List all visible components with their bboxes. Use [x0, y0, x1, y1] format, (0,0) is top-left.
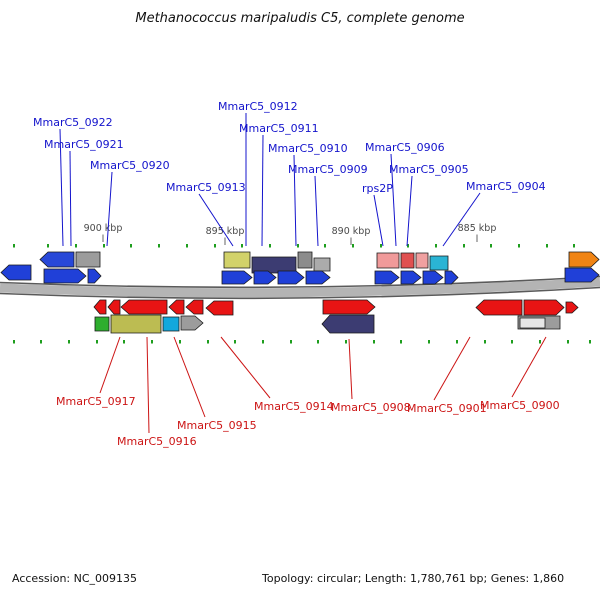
- leader-line-forward-8: [390, 153, 397, 247]
- leader-line-reverse-1: [146, 336, 150, 434]
- gene-label-mmarc5_0912[interactable]: MmarC5_0912: [218, 100, 298, 113]
- gene-reverse-6[interactable]: [94, 316, 110, 332]
- leader-line-reverse-6: [511, 336, 547, 398]
- gene-forward-4[interactable]: [87, 268, 102, 284]
- leader-line-forward-0: [59, 128, 64, 247]
- leader-line-forward-11: [442, 192, 481, 247]
- leader-line-forward-7: [314, 175, 319, 247]
- gene-forward-17[interactable]: [374, 270, 400, 285]
- leader-line-forward-6: [293, 154, 297, 247]
- leader-line-forward-1: [69, 150, 72, 247]
- gene-label-mmarc5_0921[interactable]: MmarC5_0921: [44, 138, 124, 151]
- scale-label-0: 900 kbp: [84, 223, 123, 234]
- leader-line-forward-10: [373, 194, 384, 247]
- leader-line-reverse-4: [348, 338, 353, 400]
- gene-reverse-11[interactable]: [321, 314, 375, 334]
- leader-line-forward-2: [106, 171, 113, 247]
- gene-label-mmarc5_0909[interactable]: MmarC5_0909: [288, 163, 368, 176]
- gene-reverse-0[interactable]: [93, 299, 107, 315]
- gene-label-mmarc5_0904[interactable]: MmarC5_0904: [466, 180, 546, 193]
- gene-forward-20[interactable]: [444, 270, 459, 285]
- gene-forward-18[interactable]: [400, 270, 422, 285]
- gene-forward-16[interactable]: [429, 255, 449, 271]
- gene-label-mmarc5_0914[interactable]: MmarC5_0914: [254, 400, 334, 413]
- gene-forward-5[interactable]: [223, 251, 251, 269]
- genome-backbone-inner-edge: [0, 286, 600, 300]
- scale-label-3: 885 kbp: [458, 223, 497, 234]
- gene-label-mmarc5_0916[interactable]: MmarC5_0916: [117, 435, 197, 448]
- gene-reverse-8[interactable]: [162, 316, 180, 332]
- gene-forward-15[interactable]: [415, 252, 429, 269]
- gene-reverse-5[interactable]: [205, 300, 234, 316]
- gene-reverse-2[interactable]: [120, 299, 168, 315]
- gene-label-mmarc5_0908[interactable]: MmarC5_0908: [331, 401, 411, 414]
- gene-forward-2[interactable]: [75, 251, 101, 268]
- gene-reverse-9[interactable]: [180, 315, 204, 331]
- gene-label-mmarc5_0901[interactable]: MmarC5_0901: [407, 402, 487, 415]
- gene-forward-10[interactable]: [253, 270, 277, 285]
- gene-label-rps2p[interactable]: rps2P: [362, 182, 393, 195]
- gene-reverse-14[interactable]: [565, 301, 579, 314]
- leader-line-reverse-2: [173, 336, 206, 418]
- gene-forward-0[interactable]: [0, 264, 32, 281]
- genome-backbone-band: [0, 277, 600, 298]
- gene-forward-11[interactable]: [277, 270, 305, 285]
- gene-label-mmarc5_0905[interactable]: MmarC5_0905: [389, 163, 469, 176]
- gene-reverse-4[interactable]: [185, 299, 204, 315]
- leader-line-reverse-5: [433, 336, 471, 401]
- gene-label-mmarc5_0920[interactable]: MmarC5_0920: [90, 159, 170, 172]
- gene-forward-3[interactable]: [43, 268, 87, 284]
- gene-reverse-1[interactable]: [107, 299, 121, 315]
- genome-stats-text: Topology: circular; Length: 1,780,761 bp…: [262, 572, 565, 585]
- leader-line-forward-9: [406, 175, 413, 247]
- gene-forward-9[interactable]: [221, 270, 253, 285]
- genome-backbone-outer-edge: [0, 275, 600, 289]
- gene-forward-8[interactable]: [313, 257, 331, 272]
- scale-label-1: 895 kbp: [206, 226, 245, 237]
- gene-reverse-10[interactable]: [322, 299, 376, 315]
- gene-label-mmarc5_0900[interactable]: MmarC5_0900: [480, 399, 560, 412]
- gene-forward-14[interactable]: [400, 252, 415, 269]
- gene-reverse-16[interactable]: [519, 317, 546, 329]
- gene-reverse-3[interactable]: [168, 299, 185, 315]
- gene-forward-1[interactable]: [39, 251, 75, 268]
- gene-label-mmarc5_0906[interactable]: MmarC5_0906: [365, 141, 445, 154]
- gene-forward-7[interactable]: [297, 251, 313, 269]
- gene-label-mmarc5_0910[interactable]: MmarC5_0910: [268, 142, 348, 155]
- gene-reverse-13[interactable]: [523, 299, 565, 316]
- leader-line-reverse-3: [220, 336, 271, 399]
- accession-text: Accession: NC_009135: [12, 572, 138, 585]
- gene-label-mmarc5_0922[interactable]: MmarC5_0922: [33, 116, 113, 129]
- leader-line-forward-3: [198, 193, 234, 247]
- gene-forward-21[interactable]: [568, 251, 600, 268]
- gene-label-mmarc5_0915[interactable]: MmarC5_0915: [177, 419, 257, 432]
- gene-label-mmarc5_0917[interactable]: MmarC5_0917: [56, 395, 136, 408]
- genome-title: Methanococcus maripaludis C5, complete g…: [135, 11, 465, 26]
- gene-forward-12[interactable]: [305, 270, 331, 285]
- leader-line-forward-5: [261, 134, 264, 247]
- gene-label-mmarc5_0913[interactable]: MmarC5_0913: [166, 181, 246, 194]
- scale-label-2: 890 kbp: [332, 226, 371, 237]
- leader-line-reverse-0: [99, 336, 121, 394]
- gene-forward-22[interactable]: [564, 267, 600, 283]
- gene-forward-19[interactable]: [422, 270, 444, 285]
- gene-label-mmarc5_0911[interactable]: MmarC5_0911: [239, 122, 319, 135]
- gene-forward-13[interactable]: [376, 252, 400, 269]
- gene-reverse-12[interactable]: [475, 299, 523, 316]
- gene-reverse-7[interactable]: [110, 314, 162, 334]
